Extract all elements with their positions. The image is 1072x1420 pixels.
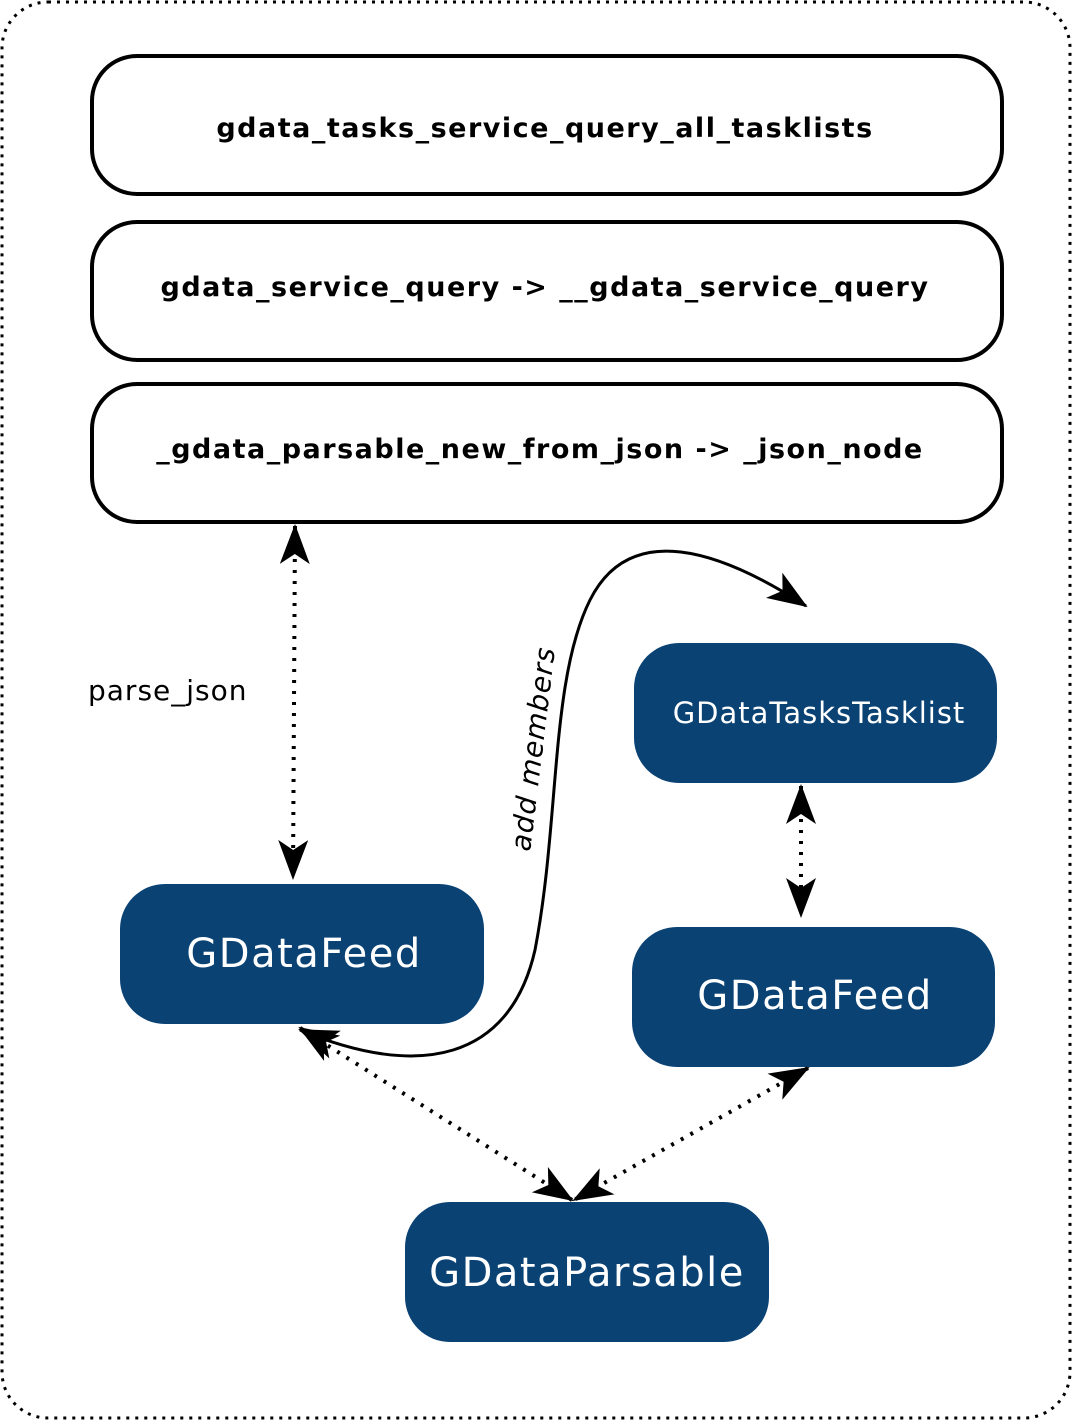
class-box-label: GDataFeed <box>186 931 421 977</box>
class-box-tasklist: GDataTasksTasklist <box>634 643 997 783</box>
edge-parse-json <box>278 524 310 880</box>
edge-feed-right-parsable <box>572 1066 810 1202</box>
class-box-feed-right: GDataFeed <box>632 927 995 1067</box>
class-box-label: GDataParsable <box>429 1250 745 1296</box>
call-box-service-query: gdata_service_query -> __gdata_service_q… <box>90 220 1004 362</box>
class-box-feed-left: GDataFeed <box>120 884 484 1024</box>
edge-label-add-members: add members <box>504 645 562 853</box>
call-box-parsable-new-from-json: _gdata_parsable_new_from_json -> _json_n… <box>90 382 1004 524</box>
call-box-label: gdata_tasks_service_query_all_tasklists <box>216 113 873 144</box>
call-box-label: gdata_service_query -> __gdata_service_q… <box>161 272 930 303</box>
call-box-label: _gdata_parsable_new_from_json -> _json_n… <box>156 434 924 465</box>
class-box-label: GDataTasksTasklist <box>673 696 966 730</box>
class-box-label: GDataFeed <box>697 973 932 1019</box>
call-box-query-all-tasklists: gdata_tasks_service_query_all_tasklists <box>90 54 1004 196</box>
edge-label-parse-json: parse_json <box>88 674 248 707</box>
class-box-parsable: GDataParsable <box>405 1202 769 1342</box>
